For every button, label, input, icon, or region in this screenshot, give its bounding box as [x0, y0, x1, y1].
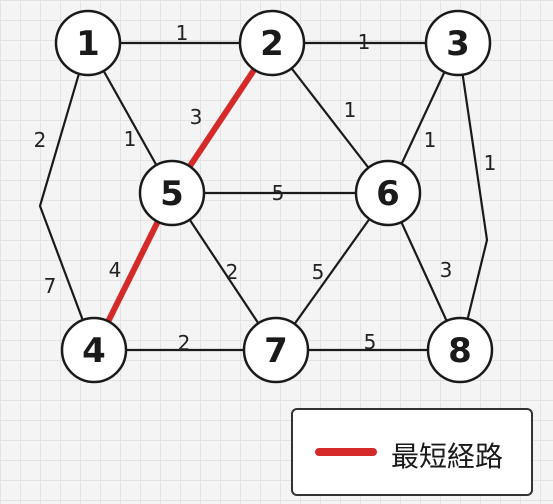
node-circle [424, 9, 492, 77]
edge-3-8 [456, 42, 489, 351]
node-1: 1 [54, 9, 122, 77]
edge-weight-3-6: 1 [424, 128, 437, 152]
node-6: 6 [354, 159, 422, 227]
edge-weight-2-6: 1 [344, 98, 357, 122]
node-label: 2 [260, 24, 284, 64]
edge-weight-1-2: 1 [176, 21, 189, 45]
edge-weight-1-4: 2 [34, 128, 47, 152]
node-label: 6 [376, 174, 400, 214]
node-label: 8 [448, 331, 472, 371]
edge-weight-1-5: 1 [124, 127, 137, 151]
edge-5-4-shortest-path [105, 218, 161, 325]
edge-weight-5-4: 4 [109, 258, 122, 282]
legend-shortest-path-swatch [315, 448, 377, 456]
node-circle [426, 316, 494, 384]
node-4: 4 [60, 316, 128, 384]
node-circle [242, 316, 310, 384]
weights-layer: 1 1 1 1 1 1 2 7 5 2 5 3 2 5 3 4 [34, 21, 497, 355]
node-circle [138, 159, 206, 227]
edge-weight-5-6: 5 [272, 181, 285, 205]
node-3: 3 [424, 9, 492, 77]
node-circle [60, 316, 128, 384]
node-label: 4 [82, 331, 106, 371]
node-7: 7 [242, 316, 310, 384]
edge-weight-7-8: 5 [364, 330, 377, 354]
edge-2-5-shortest-path [186, 66, 258, 170]
edge-weight-2-3: 1 [358, 30, 371, 54]
node-label: 7 [264, 331, 288, 371]
nodes-layer: 1 2 3 4 5 6 7 8 [54, 9, 494, 384]
edge-weight-2-5: 3 [190, 105, 203, 129]
legend-label: 最短経路 [391, 440, 504, 473]
edge-weight-1-4-b: 7 [44, 274, 57, 298]
node-circle [54, 9, 122, 77]
edge-weight-6-7: 5 [312, 260, 325, 284]
edge-weight-4-7: 2 [178, 331, 191, 355]
node-2: 2 [238, 9, 306, 77]
node-circle [354, 159, 422, 227]
edge-1-4 [38, 42, 96, 351]
node-label: 3 [446, 24, 470, 64]
node-8: 8 [426, 316, 494, 384]
legend: 最短経路 [291, 408, 533, 496]
edge-weight-6-8: 3 [440, 258, 453, 282]
edge-weight-3-8: 1 [484, 151, 497, 175]
node-circle [238, 9, 306, 77]
node-5: 5 [138, 159, 206, 227]
node-label: 5 [160, 174, 184, 214]
node-label: 1 [76, 24, 100, 64]
edge-weight-5-7: 2 [226, 260, 239, 284]
